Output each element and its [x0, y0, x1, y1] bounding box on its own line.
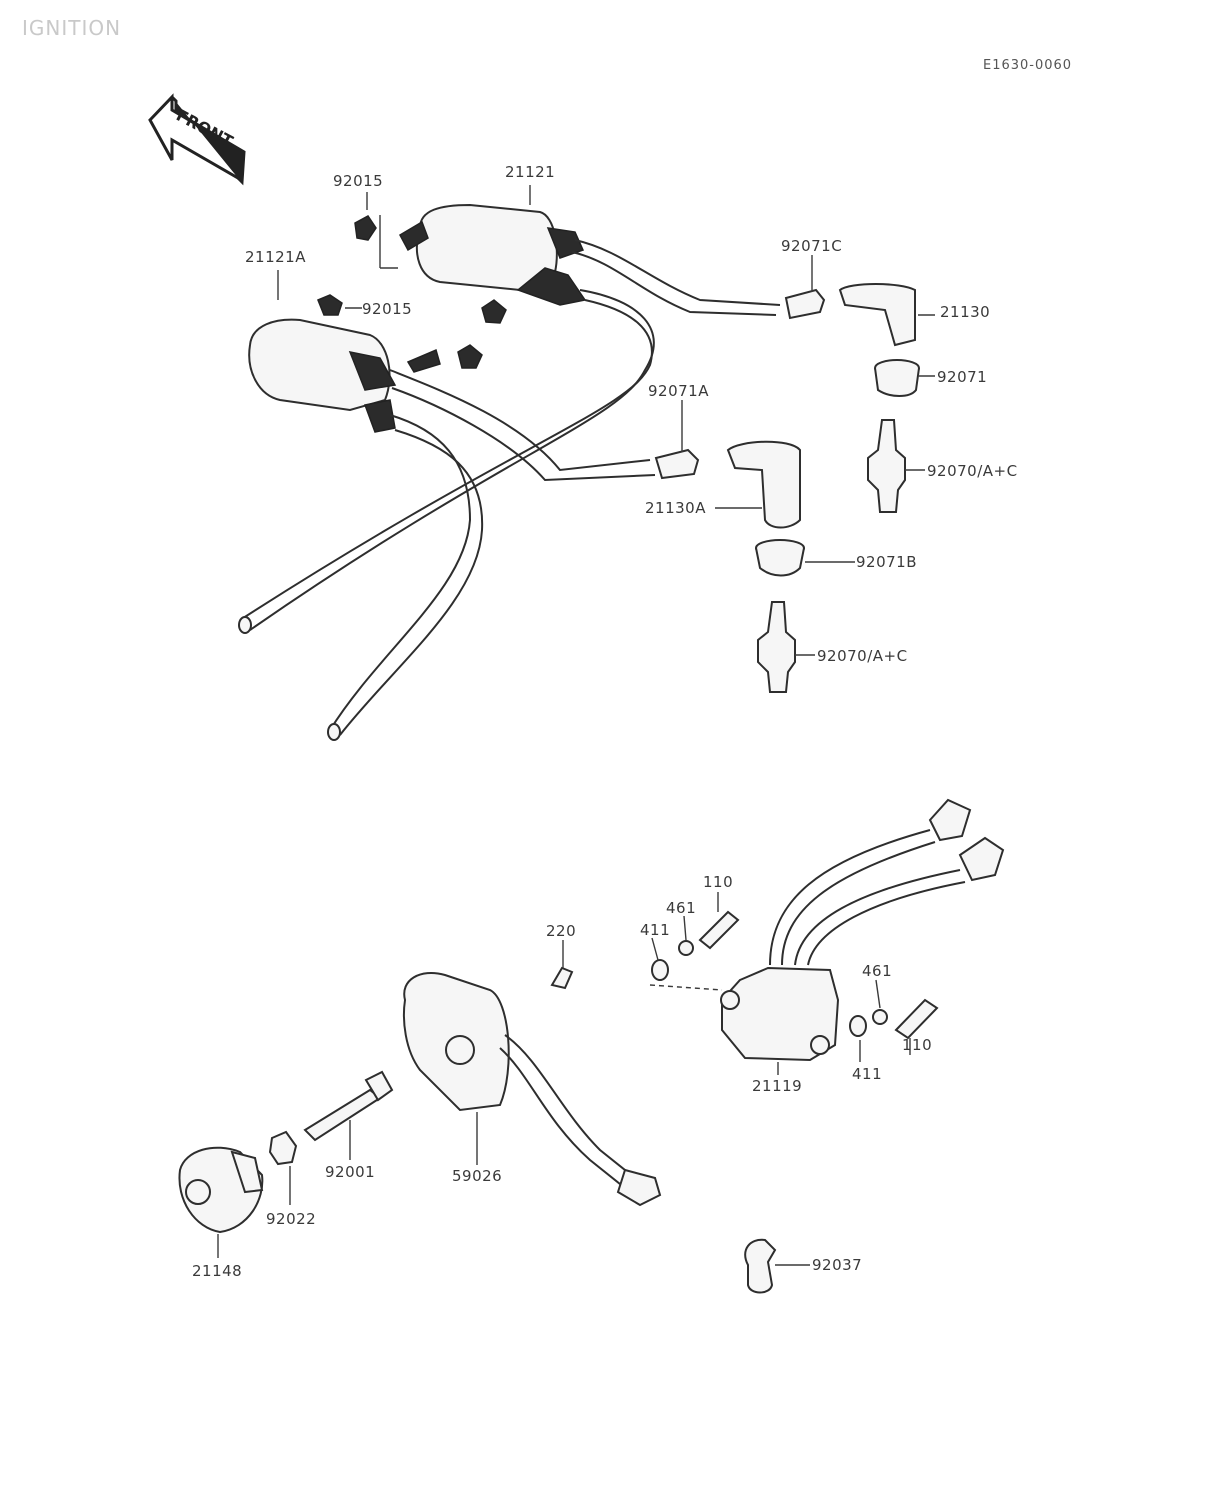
- label-21119: 21119: [752, 1077, 803, 1095]
- label-461-left: 461: [666, 899, 697, 917]
- label-21130: 21130: [940, 303, 991, 321]
- ignition-coil-21121A: [248, 294, 483, 433]
- seal-92071B: [755, 539, 805, 577]
- nut-92022: [268, 1130, 298, 1166]
- plug-cap-21130A: [726, 440, 801, 529]
- timing-rotor-21148: [178, 1146, 264, 1234]
- label-92071C: 92071C: [781, 237, 843, 255]
- label-92071B: 92071B: [856, 553, 918, 571]
- label-92015-mid: 92015: [362, 300, 413, 318]
- fasteners-igniter: [550, 910, 939, 1040]
- pickup-coil-59026: [402, 972, 662, 1207]
- spark-plug-top: [867, 419, 906, 513]
- bolt-92001: [303, 1070, 394, 1142]
- leader-lines-lower: [217, 892, 911, 1266]
- label-59026: 59026: [452, 1167, 503, 1185]
- label-92022: 92022: [266, 1210, 317, 1228]
- label-21121A: 21121A: [245, 248, 306, 266]
- igniter-21119: [720, 798, 1005, 1062]
- label-411-left: 411: [640, 921, 671, 939]
- label-92001: 92001: [325, 1163, 376, 1181]
- plug-cap-92071C: [784, 288, 826, 320]
- label-21148: 21148: [192, 1262, 243, 1280]
- seal-92071: [874, 359, 920, 397]
- label-21130A: 21130A: [645, 499, 706, 517]
- label-92037: 92037: [812, 1256, 863, 1274]
- clamp-92037: [744, 1238, 777, 1294]
- label-411-right: 411: [852, 1065, 883, 1083]
- spark-plug-bottom: [757, 601, 796, 693]
- label-110-right: 110: [902, 1036, 933, 1054]
- leader-lines-upper: [277, 185, 935, 656]
- label-92071A: 92071A: [648, 382, 709, 400]
- label-92015-top: 92015: [333, 172, 384, 190]
- label-21121: 21121: [505, 163, 556, 181]
- diagram-code: E1630-0060: [983, 58, 1073, 73]
- plug-cap-21130: [838, 283, 916, 347]
- page-title: IGNITION: [22, 16, 122, 40]
- label-92070-top: 92070/A+C: [927, 462, 1018, 480]
- label-110-left: 110: [703, 873, 734, 891]
- ignition-coil-21121: [354, 203, 587, 324]
- label-461-right: 461: [862, 962, 893, 980]
- front-arrow-icon: FRONT: [148, 93, 246, 186]
- label-220: 220: [546, 922, 577, 940]
- plug-cap-92071A: [654, 448, 700, 480]
- label-92071: 92071: [937, 368, 988, 386]
- label-92070-bottom: 92070/A+C: [817, 647, 908, 665]
- ht-wires: [238, 239, 781, 741]
